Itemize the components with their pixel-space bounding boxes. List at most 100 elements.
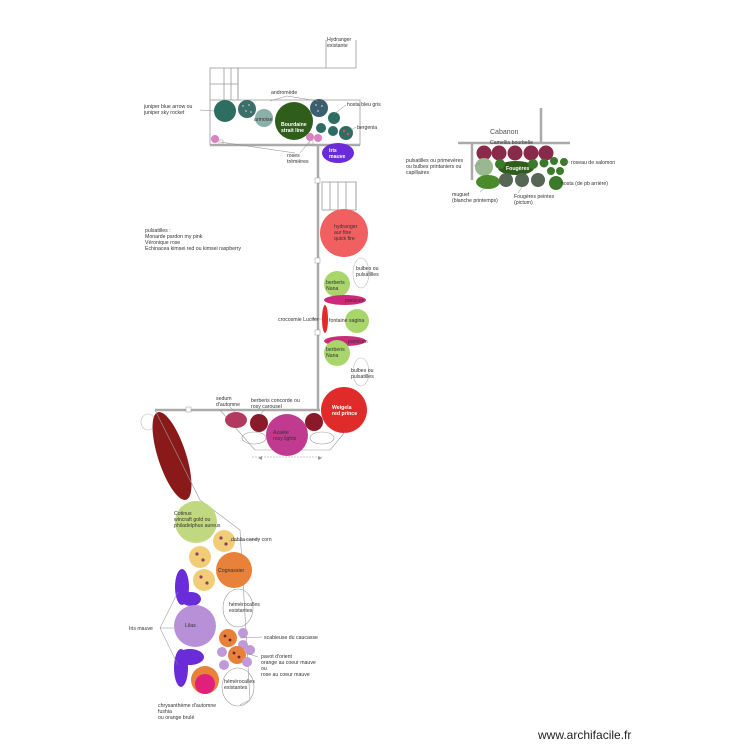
label-bourdaine-2: strait line xyxy=(281,128,304,134)
label-roses-1: roses xyxy=(287,153,300,159)
label-muguet-2: (blanche printemps) xyxy=(452,198,498,204)
label-hemerocalles-1b: existantes xyxy=(229,608,253,614)
small-plant xyxy=(316,123,326,133)
pulsatilles-plant xyxy=(475,158,493,176)
text-labels: Hydranger existante juniper blue arrow o… xyxy=(129,37,615,721)
label-hosta-bleu-gris: hosta bleu gris xyxy=(347,102,381,108)
bottom-middle-bed xyxy=(225,412,323,456)
label-note-3: Véronique rose xyxy=(145,240,180,246)
cotinus-plant xyxy=(175,501,217,543)
label-hydrangea-qf-1: hydranger xyxy=(334,224,358,230)
label-lilas: Lilas xyxy=(185,623,196,629)
label-cotinus-3: philadelphus aureus xyxy=(174,523,221,529)
top-bed xyxy=(211,99,354,163)
label-roseau: roseau de salomon xyxy=(571,160,615,166)
berberis-nana-plant xyxy=(324,271,350,297)
label-iris-mauve-1: iris xyxy=(329,148,337,154)
label-chrysantheme-3: ou orange brulé xyxy=(158,715,194,721)
label-pulsatilles-2: ou bulbes printaniers ou xyxy=(406,164,461,170)
berberis-concorde-plant-2 xyxy=(305,413,323,431)
small-plant xyxy=(328,126,338,136)
label-scabieuse: scabieuse du caucasse xyxy=(264,635,318,641)
roseau-plant xyxy=(560,158,568,166)
label-berberis-concorde-1: berberis concorde ou xyxy=(251,398,300,404)
bergenia-plant xyxy=(339,126,353,140)
dahlia-plant-2 xyxy=(189,546,211,568)
label-muguet-1: muguet xyxy=(452,192,470,198)
hosta-grey-plant xyxy=(310,99,328,117)
label-hosta-arriere: hosta (de pb arrière) xyxy=(561,181,608,187)
label-fougeres-peintes-2: (pictum) xyxy=(514,200,533,206)
berberis-concorde-plant xyxy=(250,414,268,432)
label-panicum-1: panicum xyxy=(345,298,365,304)
bourdaine-plant xyxy=(275,102,313,140)
label-berberis-concorde-2: rosy carousel xyxy=(251,404,282,410)
label-armoise: armoise xyxy=(254,117,273,123)
label-pavot-4: rose au coeur mauve xyxy=(261,672,310,678)
label-iris-mauve-2: mauve xyxy=(329,154,346,160)
iris-mauve-plant xyxy=(322,143,354,163)
hydrangea-quick-fire-plant xyxy=(320,209,368,257)
label-note-4: Echinacea kimsei red ou kimsei raspberry xyxy=(145,246,241,252)
dahlia-plant xyxy=(213,530,235,552)
label-weigela-1: Weigela xyxy=(332,405,352,411)
panicum-plant xyxy=(324,295,366,305)
crocosmia-plant xyxy=(322,305,328,333)
watermark: www.archifacile.fr xyxy=(538,728,632,742)
label-weigela-2: red prince xyxy=(332,411,357,417)
label-berberis-1a: berberis xyxy=(326,280,345,286)
label-berberis-1b: Nana xyxy=(326,286,339,292)
label-crocosmia: crocosmie Lucifer xyxy=(278,317,319,323)
hosta-plant-2 xyxy=(328,112,340,124)
label-fougeres: Fougères xyxy=(506,166,529,172)
cabanon-structure xyxy=(458,108,570,180)
leader-lines xyxy=(159,95,570,666)
muguet-plant xyxy=(476,175,500,189)
iris-plant-4 xyxy=(176,649,204,665)
label-chrysantheme-2: fushia xyxy=(158,709,172,715)
label-berberis-2a: berberis xyxy=(326,347,345,353)
label-hemerocalles-2a: hémérocalles xyxy=(224,679,255,685)
label-azalea-1: Azalée xyxy=(273,430,289,436)
label-note-2: Monarde pardon my pink xyxy=(145,234,203,240)
left-bed xyxy=(174,501,255,694)
label-sedum-2: d'automne xyxy=(216,402,240,408)
label-pavot-2: orange au coeur mauve xyxy=(261,660,316,666)
rose-tremiere xyxy=(211,135,219,143)
label-cotinus-2: wincraft gold ou xyxy=(174,517,210,523)
label-juniper-2: juniper sky rocket xyxy=(143,110,185,116)
azalea-plant xyxy=(266,414,308,456)
label-bergenia: bergenia xyxy=(357,125,377,131)
label-fontaine: fontaine xyxy=(329,318,348,324)
label-bulbes-bottom-2: pulsatilles xyxy=(351,374,374,380)
label-sedum-1: sedum xyxy=(216,396,232,402)
label-note-1: pulsatilles : xyxy=(145,228,171,234)
label-hydrangea-existante-2: existante xyxy=(327,43,348,49)
hosta-arriere-plant xyxy=(549,176,563,190)
weigela-plant xyxy=(321,387,367,433)
fougeres-plant xyxy=(498,161,534,175)
label-bulbes-top-2: pulsatilles xyxy=(356,272,379,278)
pavot-plant xyxy=(228,646,246,664)
walls-top xyxy=(209,40,361,145)
rose-tremiere xyxy=(306,133,314,141)
label-berberis-2b: Nana xyxy=(326,353,339,359)
label-juniper-1: juniper blue arrow ou xyxy=(143,104,193,110)
bulbes-zone xyxy=(352,257,370,289)
left-border xyxy=(154,409,255,707)
label-chrysantheme-1: chrysanthème d'automne xyxy=(158,703,216,709)
label-hemerocalles-1a: hémérocalles xyxy=(229,602,260,608)
maroon-hedge xyxy=(152,412,192,500)
scabieuse-plant xyxy=(219,629,237,647)
label-pulsatilles-3: capillaires xyxy=(406,170,429,176)
label-iris-mauve-left: Iris mauve xyxy=(129,626,153,632)
label-hydrangea-qf-3: quick fire xyxy=(334,236,355,242)
label-pavot-3: ou xyxy=(261,666,267,672)
label-andromede: andromède xyxy=(271,90,297,96)
fougeres-peintes xyxy=(499,173,513,187)
vertical-bed xyxy=(320,209,370,433)
label-hydrangea-qf-2: aur fine xyxy=(334,230,351,236)
label-pavot-1: pavot d'orient xyxy=(261,654,293,660)
label-bourdaine-1: Bourdaine xyxy=(281,122,307,128)
label-hydrangea-existante-1: Hydranger xyxy=(327,37,351,43)
